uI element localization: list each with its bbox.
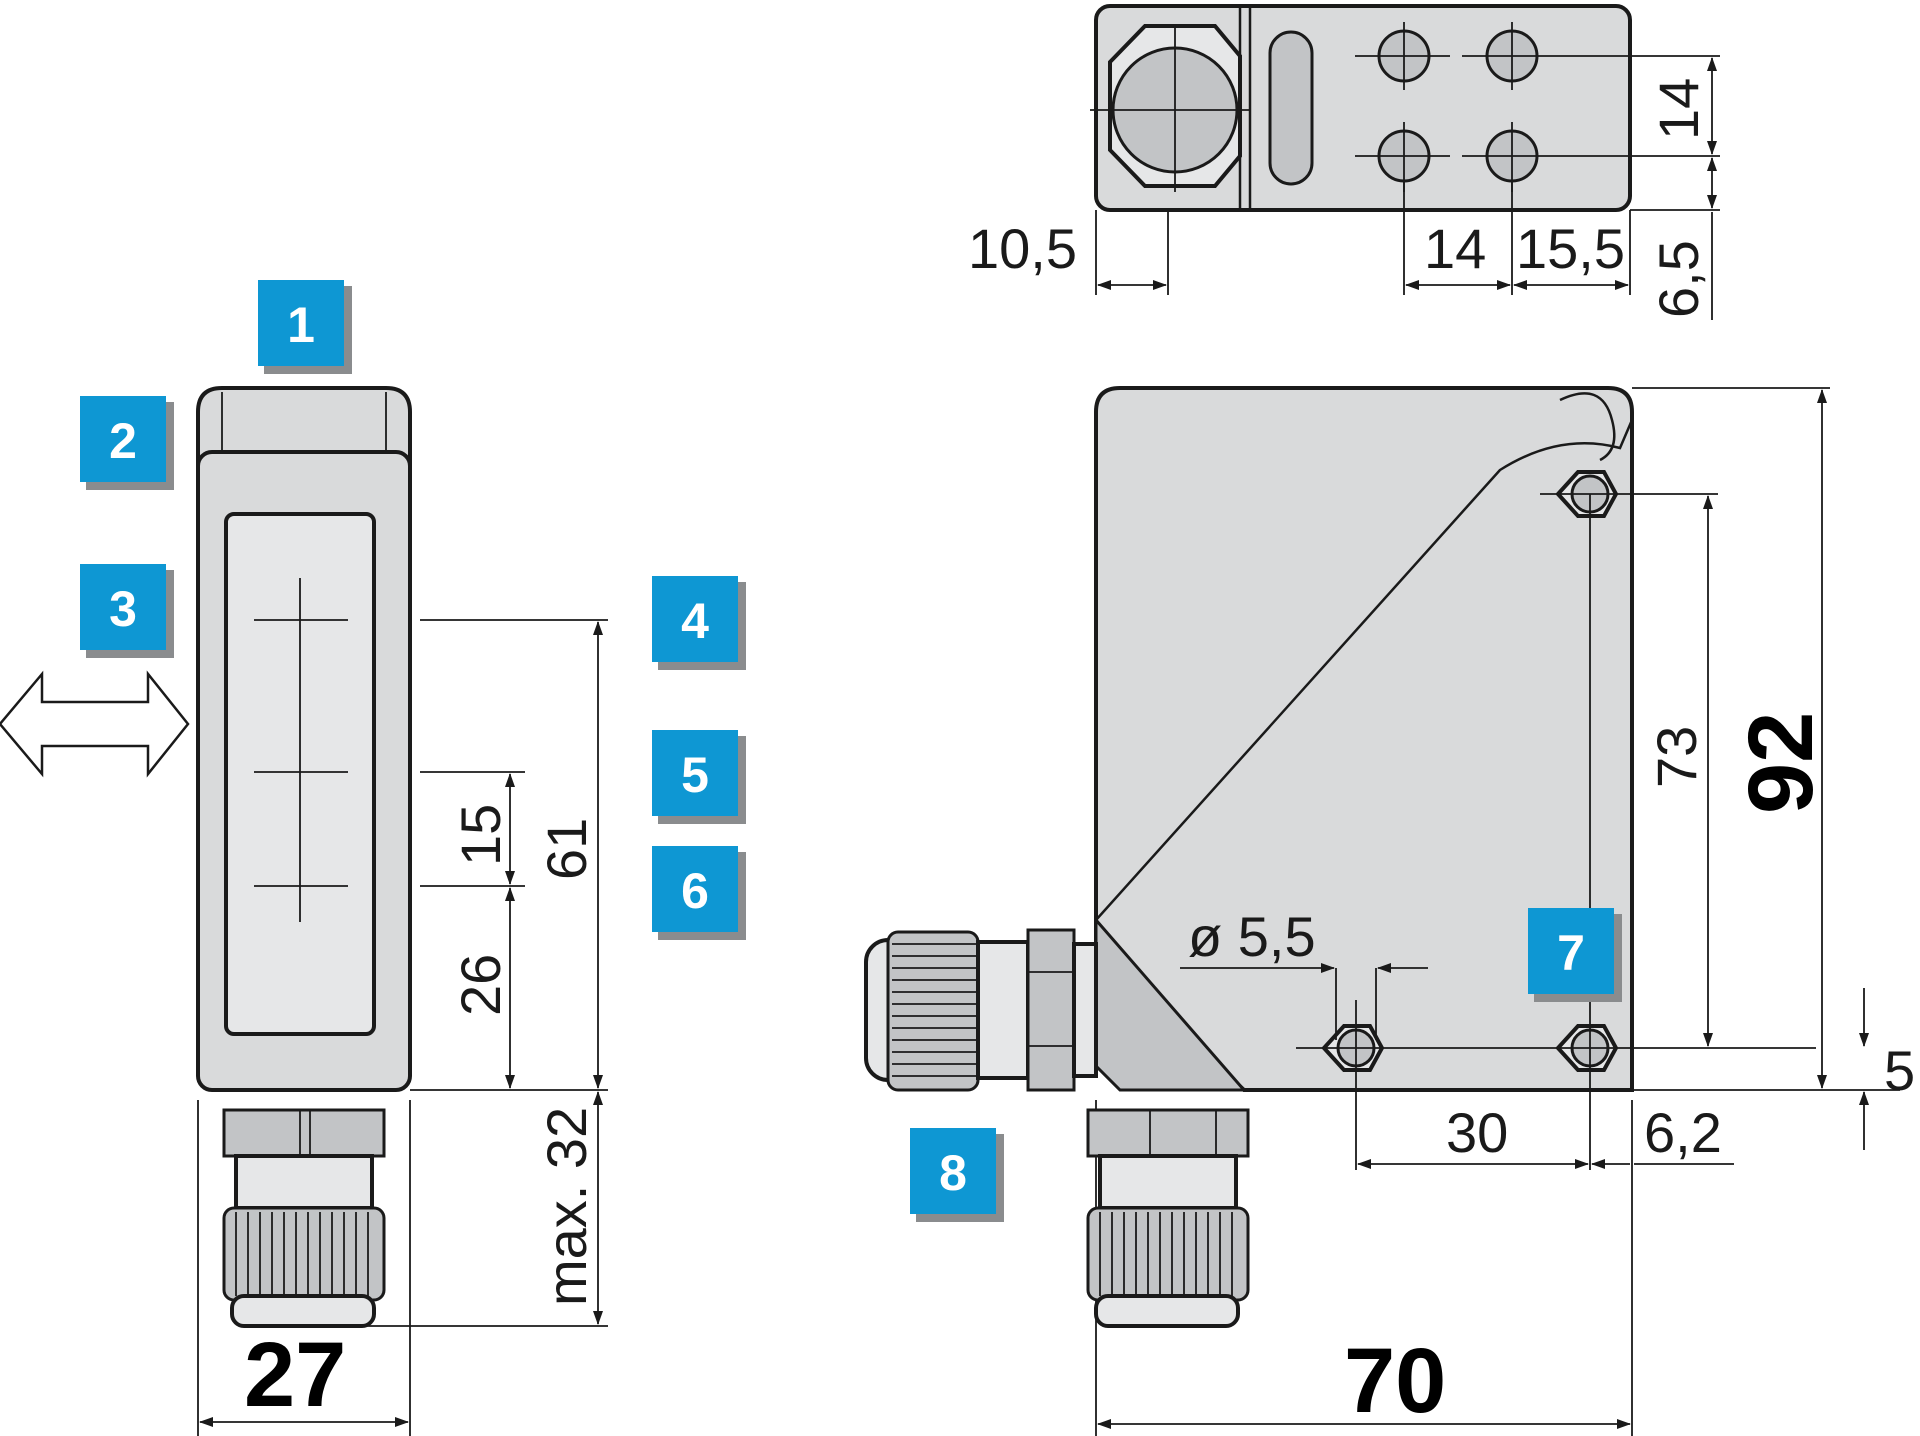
- svg-text:6: 6: [681, 863, 709, 919]
- dim-6-2: 6,2: [1644, 1101, 1722, 1164]
- dim-10-5: 10,5: [968, 217, 1077, 280]
- double-arrow-icon: [0, 670, 190, 778]
- top-led-slot: [1268, 30, 1314, 186]
- svg-text:4: 4: [681, 593, 709, 649]
- dim-14-vertical: 14: [1647, 78, 1710, 140]
- dim-15: 15: [449, 804, 512, 866]
- dim-width-27: 27: [244, 1324, 346, 1426]
- dim-14-horizontal: 14: [1424, 217, 1486, 280]
- svg-text:1: 1: [287, 297, 315, 353]
- badge-8: 8: [910, 1128, 1004, 1222]
- badge-5: 5: [652, 730, 746, 824]
- bottom-cable-connector: [1086, 1108, 1250, 1328]
- front-housing: [1094, 386, 1634, 1092]
- badge-7: 7: [1528, 908, 1622, 1002]
- dim-15-5: 15,5: [1516, 217, 1625, 280]
- badge-2: 2: [80, 396, 174, 490]
- dim-30: 30: [1446, 1101, 1508, 1164]
- dim-61: 61: [535, 818, 598, 880]
- dim-max-32: max. 32: [535, 1107, 598, 1306]
- dim-92: 92: [1730, 712, 1832, 814]
- dim-width-70: 70: [1344, 1330, 1446, 1432]
- dim-hole-5-5: ø 5,5: [1188, 905, 1316, 968]
- svg-text:3: 3: [109, 581, 137, 637]
- badge-6: 6: [652, 846, 746, 940]
- badge-1: 1: [258, 280, 352, 374]
- top-view: 10,5 14 15,5 14 6,5: [968, 4, 1720, 320]
- dim-73: 73: [1645, 726, 1708, 788]
- badge-4: 4: [652, 576, 746, 670]
- side-top-cap: [196, 386, 412, 466]
- svg-text:8: 8: [939, 1145, 967, 1201]
- svg-text:5: 5: [681, 747, 709, 803]
- front-view: ø 5,5 73 92 5 30 6,2 70: [864, 386, 1915, 1436]
- badge-3: 3: [80, 564, 174, 658]
- dim-6-5: 6,5: [1647, 240, 1710, 318]
- svg-text:7: 7: [1557, 925, 1585, 981]
- dim-26: 26: [449, 954, 512, 1016]
- side-connector-nut: [222, 1108, 386, 1158]
- dim-5: 5: [1884, 1039, 1915, 1102]
- svg-text:2: 2: [109, 413, 137, 469]
- side-view: 15 61 26 max. 32 27: [0, 386, 608, 1436]
- side-cable-connector: [864, 928, 1098, 1092]
